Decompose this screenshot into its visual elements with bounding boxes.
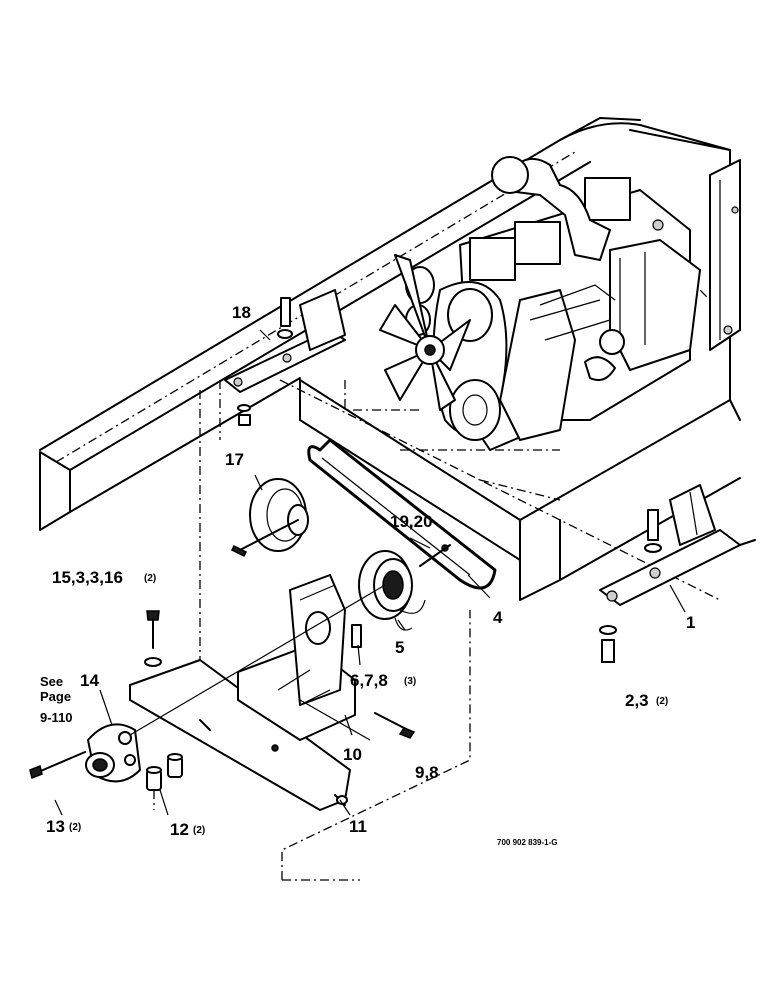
qty-2-3: (2) xyxy=(656,696,668,707)
engine-assembly xyxy=(459,156,741,451)
note-page-number: 9-110 xyxy=(40,710,73,725)
note-page: Page xyxy=(40,689,71,704)
hydraulic-pump-14 xyxy=(29,723,141,783)
callout-11: 11 xyxy=(349,817,367,836)
callout-1: 1 xyxy=(686,613,695,632)
bolt-2-3 xyxy=(599,625,617,663)
callout-5: 5 xyxy=(395,638,404,657)
callout-labels: 1 2,3 (2) 4 5 6,7,8 (3) 9,8 10 11 12 (2)… xyxy=(46,303,695,839)
leader-lines xyxy=(54,329,686,816)
spacers-12 xyxy=(146,753,183,810)
callout-19-20: 19,20 xyxy=(390,512,433,531)
fan-assembly xyxy=(379,254,508,441)
drawing-number: 700 902 839-1-G xyxy=(497,838,558,847)
callout-4: 4 xyxy=(493,608,503,627)
callout-17: 17 xyxy=(225,450,244,469)
qty-6-7-8: (3) xyxy=(404,676,416,687)
note-see: See xyxy=(40,674,63,689)
callout-13: 13 xyxy=(46,817,65,836)
see-page-note: See Page 9-110 xyxy=(40,674,73,725)
mount-bracket-18 xyxy=(199,289,346,700)
callout-10: 10 xyxy=(343,745,362,764)
valve-cover-3 xyxy=(584,177,631,221)
valve-cover-2 xyxy=(514,221,561,265)
valve-cover-1 xyxy=(469,237,516,281)
mount-bracket-1 xyxy=(599,484,756,606)
drive-belt xyxy=(307,438,497,590)
filter-canister xyxy=(609,239,701,371)
callout-9-8: 9,8 xyxy=(415,763,439,782)
callout-18: 18 xyxy=(232,303,251,322)
callout-12: 12 xyxy=(170,820,189,839)
callout-15-3-3-16: 15,3,3,16 xyxy=(52,568,123,587)
callout-2-3: 2,3 xyxy=(625,691,649,710)
callout-14: 14 xyxy=(80,671,99,690)
qty-15-3-3-16: (2) xyxy=(144,573,156,584)
callout-6-7-8: 6,7,8 xyxy=(350,671,388,690)
qty-12: (2) xyxy=(193,825,205,836)
clutch-mount-10 xyxy=(129,574,362,811)
electric-clutch-5 xyxy=(358,544,451,631)
qty-13: (2) xyxy=(69,822,81,833)
pulley-17 xyxy=(230,478,309,558)
